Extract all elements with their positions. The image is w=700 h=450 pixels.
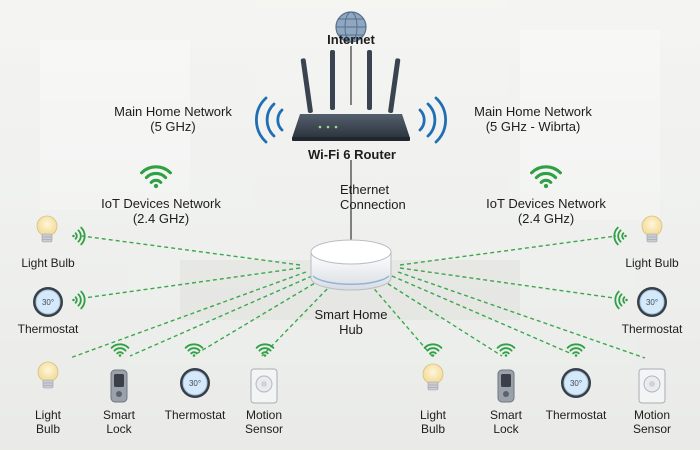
thermostat-reading: 30° xyxy=(646,298,658,307)
smart-home-hub-icon xyxy=(310,239,392,291)
main-network-left-band: (5 GHz) xyxy=(150,119,196,135)
internet-label: Internet xyxy=(327,32,375,47)
right-thermostat-label: Thermostat xyxy=(621,322,683,336)
device-label-line1: Light xyxy=(34,408,62,422)
main-network-left-label: Main Home Network (5 GHz) xyxy=(98,104,248,135)
device-label-line1: Motion xyxy=(633,408,671,422)
device-label: Smart Lock xyxy=(476,408,536,436)
main-network-right-title: Main Home Network xyxy=(474,104,592,119)
iot-connections xyxy=(69,235,646,359)
hub-line2: Hub xyxy=(339,322,363,338)
iot-network-left-label: IoT Devices Network (2.4 GHz) xyxy=(86,196,236,227)
device-label: Smart Lock xyxy=(89,408,149,436)
ethernet-label: Ethernet Connection xyxy=(340,182,406,213)
device-label-line2: Bulb xyxy=(35,422,61,437)
router-icon xyxy=(292,50,410,141)
device-label-line2: Bulb xyxy=(420,422,446,437)
right-bulb-label: Light Bulb xyxy=(625,256,679,270)
bottom-lock-2-icon xyxy=(497,369,515,403)
thermostat-reading: 30° xyxy=(42,298,54,307)
wifi-5ghz-right-icon xyxy=(418,96,447,144)
bottom-motion-1-icon xyxy=(250,368,278,404)
router-label: Wi-Fi 6 Router xyxy=(308,147,396,162)
wifi-5ghz-left-icon xyxy=(255,96,284,144)
main-network-right-label: Main Home Network (5 GHz - Wibrta) xyxy=(458,104,608,135)
left-bulb-label: Light Bulb xyxy=(21,256,75,270)
device-label-line2: Lock xyxy=(106,422,132,437)
device-label-line1: Thermostat xyxy=(164,408,226,422)
device-label: Motion Sensor xyxy=(234,408,294,436)
device-label: Thermostat xyxy=(155,408,235,422)
iot-network-right-band: (2.4 GHz) xyxy=(517,211,575,227)
device-label-line1: Smart xyxy=(102,408,135,422)
left-thermostat-label: Thermostat xyxy=(17,322,79,336)
thermostat-reading: 30° xyxy=(189,379,201,388)
hub-line1: Smart Home xyxy=(314,307,388,322)
device-label: Motion Sensor xyxy=(620,408,684,436)
device-label: Light Bulb xyxy=(18,408,78,436)
main-network-right-band: (5 GHz - Wibrta) xyxy=(485,119,581,135)
hub-label: Smart Home Hub xyxy=(306,307,396,338)
bottom-motion-2-icon xyxy=(638,368,666,404)
device-label-line1: Thermostat xyxy=(545,408,607,422)
device-label: Thermostat xyxy=(536,408,616,422)
device-label-line2: Sensor xyxy=(632,422,672,437)
iot-network-left-band: (2.4 GHz) xyxy=(132,211,190,227)
device-label-line1: Smart xyxy=(489,408,522,422)
globe-icon xyxy=(335,11,367,43)
ethernet-line2: Connection xyxy=(340,197,406,213)
device-label-line1: Motion xyxy=(245,408,283,422)
main-network-left-title: Main Home Network xyxy=(114,104,232,119)
iot-network-left-title: IoT Devices Network xyxy=(101,196,221,211)
iot-network-right-label: IoT Devices Network (2.4 GHz) xyxy=(471,196,621,227)
device-label-line1: Light xyxy=(419,408,447,422)
thermostat-reading: 30° xyxy=(570,379,582,388)
ethernet-line1: Ethernet xyxy=(340,182,390,197)
device-label-line2: Sensor xyxy=(244,422,284,437)
device-label: Light Bulb xyxy=(403,408,463,436)
iot-network-right-title: IoT Devices Network xyxy=(486,196,606,211)
device-label-line2: Lock xyxy=(493,422,519,437)
bottom-lock-1-icon xyxy=(110,369,128,403)
